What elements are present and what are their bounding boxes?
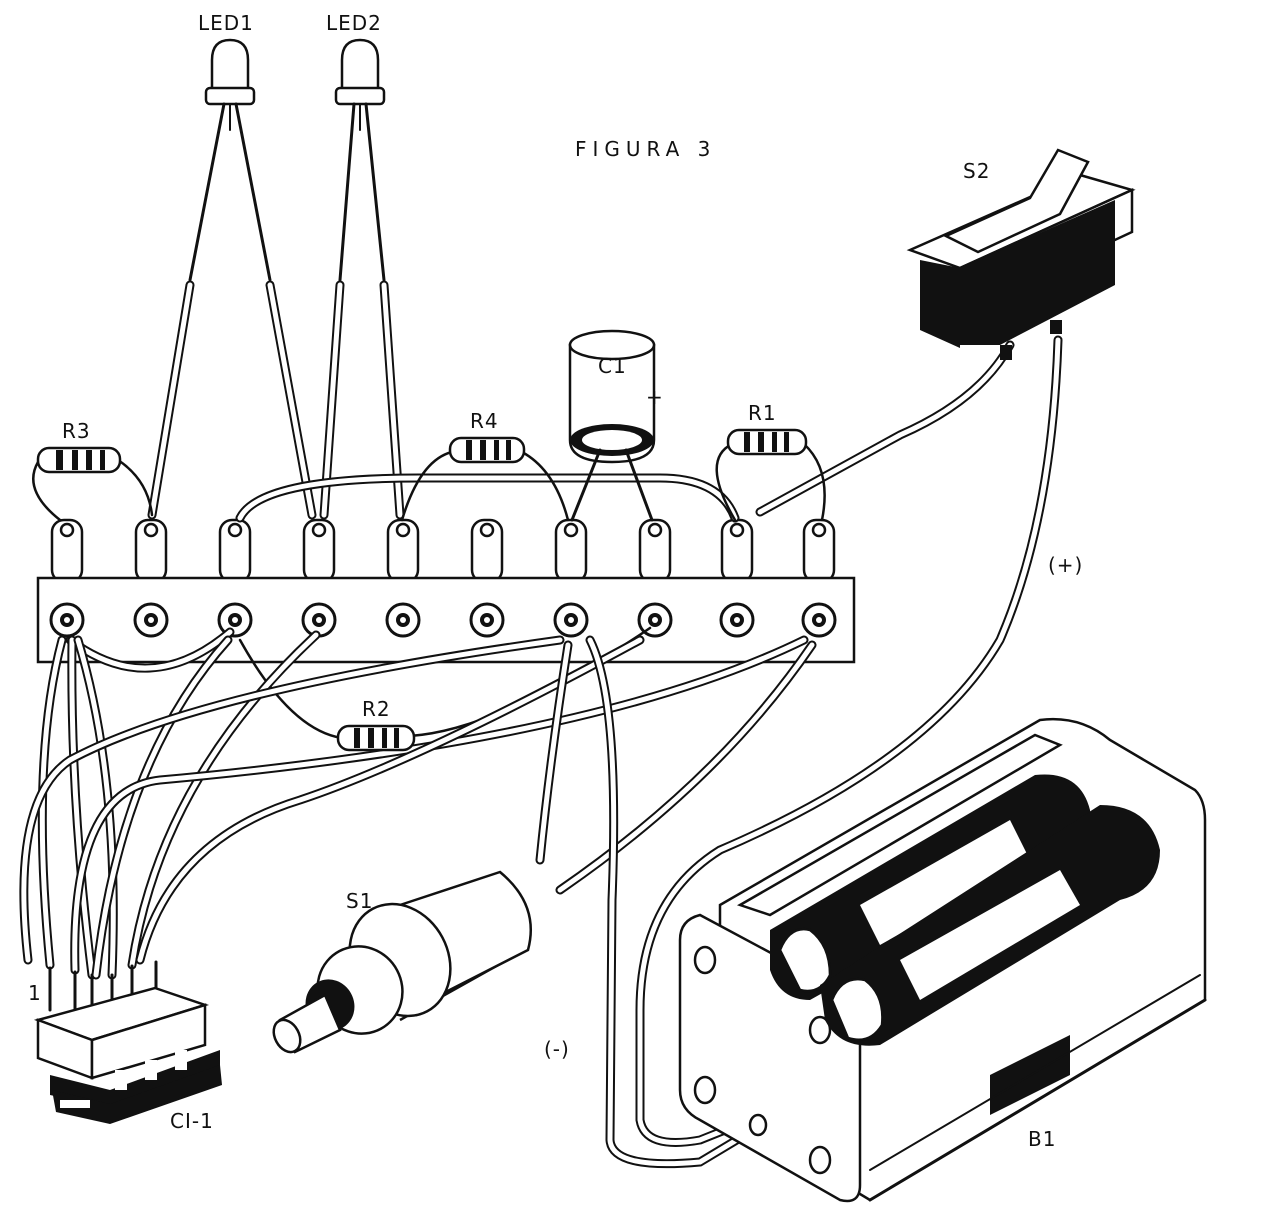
led1-label: LED1: [198, 11, 254, 35]
r4-label: R4: [470, 409, 499, 433]
ci1-pin1-label: 1: [28, 981, 42, 1005]
resistor-r2: [336, 724, 416, 752]
resistor-r4: [400, 436, 570, 522]
led2: [334, 38, 386, 282]
battery-cell-2: [820, 805, 1160, 1046]
r3-label: R3: [62, 419, 91, 443]
ci1-label: CI-1: [170, 1109, 214, 1133]
s2-label: S2: [963, 159, 990, 183]
figure-title: FIGURA 3: [575, 137, 716, 161]
terminal-strip: [36, 518, 856, 664]
battery-cell-1: [770, 774, 1091, 1000]
capacitor-c1: +: [568, 329, 664, 522]
switch-s2: [906, 148, 1136, 360]
led1: [188, 38, 272, 282]
resistor-r1: [715, 428, 826, 522]
c1-plus-label: +: [646, 385, 664, 409]
r1-label: R1: [748, 401, 777, 425]
ic-ci1: [33, 960, 222, 1124]
negative-label: (-): [544, 1037, 570, 1061]
potentiometer-s1: [272, 870, 532, 1054]
bottom-wires: [19, 335, 1063, 1169]
c1-label: C1: [598, 354, 627, 378]
b1-label: B1: [1028, 1127, 1056, 1151]
labels: FIGURA 3 LED1 LED2 C1 S2 R1 R2 R3 R4 S1 …: [28, 11, 1083, 1151]
positive-label: (+): [1048, 553, 1083, 577]
r2-label: R2: [362, 697, 391, 721]
s1-label: S1: [346, 889, 373, 913]
led2-label: LED2: [326, 11, 382, 35]
battery-holder-b1: [678, 718, 1207, 1203]
resistor-r3: [32, 446, 154, 522]
